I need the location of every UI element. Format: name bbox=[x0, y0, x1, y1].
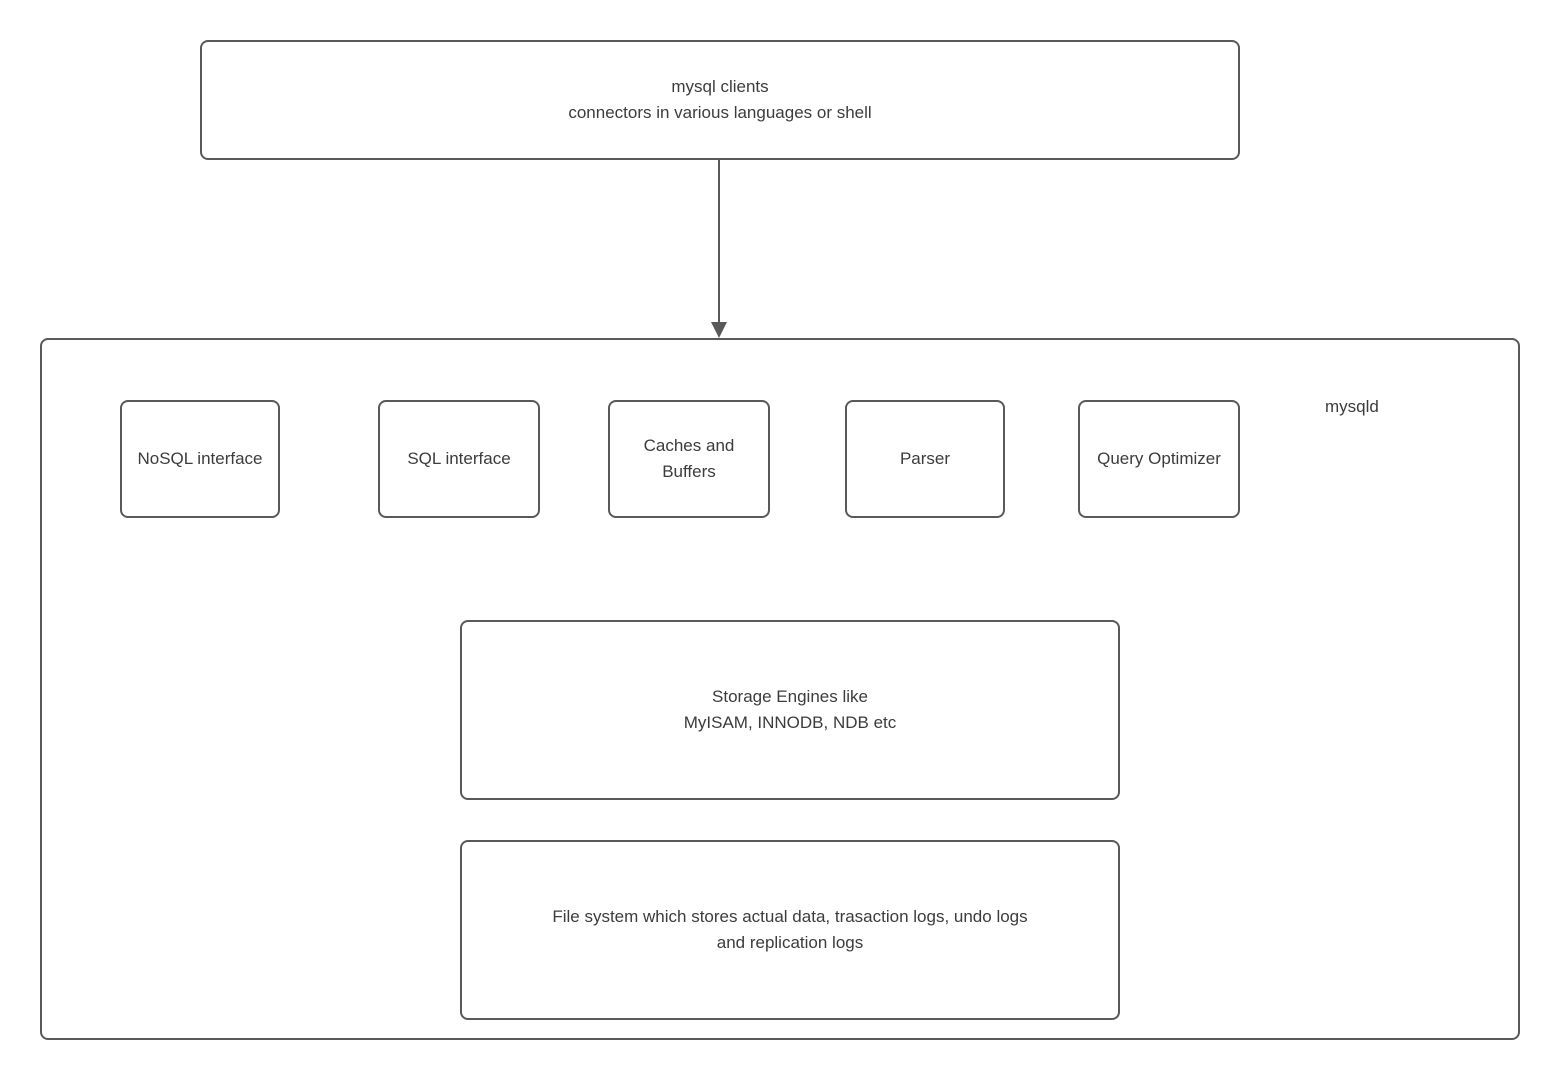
mysql-clients-line1: mysql clients bbox=[671, 77, 769, 96]
storage-engines-box: Storage Engines like MyISAM, INNODB, NDB… bbox=[460, 620, 1120, 800]
nosql-interface-label: NoSQL interface bbox=[137, 449, 263, 468]
query-optimizer-label: Query Optimizer bbox=[1097, 449, 1221, 468]
flow-arrow-head-icon bbox=[711, 322, 727, 338]
mysqld-label: mysqld bbox=[1325, 397, 1379, 416]
query-optimizer-box: Query Optimizer bbox=[1078, 400, 1240, 518]
storage-engines-line1: Storage Engines like bbox=[712, 687, 868, 706]
file-system-box: File system which stores actual data, tr… bbox=[460, 840, 1120, 1020]
mysql-clients-line2: connectors in various languages or shell bbox=[568, 103, 872, 122]
file-system-line1: File system which stores actual data, tr… bbox=[552, 907, 1028, 926]
sql-interface-box: SQL interface bbox=[378, 400, 540, 518]
parser-box: Parser bbox=[845, 400, 1005, 518]
sql-interface-label: SQL interface bbox=[407, 449, 511, 468]
storage-engines-line2: MyISAM, INNODB, NDB etc bbox=[683, 713, 897, 732]
caches-buffers-box: Caches and Buffers bbox=[608, 400, 770, 518]
flow-arrow-line bbox=[718, 160, 720, 324]
mysql-clients-box: mysql clients connectors in various lang… bbox=[200, 40, 1240, 160]
nosql-interface-box: NoSQL interface bbox=[120, 400, 280, 518]
parser-label: Parser bbox=[899, 449, 951, 468]
caches-buffers-label: Caches and Buffers bbox=[643, 436, 735, 481]
file-system-line2: and replication logs bbox=[716, 933, 864, 952]
